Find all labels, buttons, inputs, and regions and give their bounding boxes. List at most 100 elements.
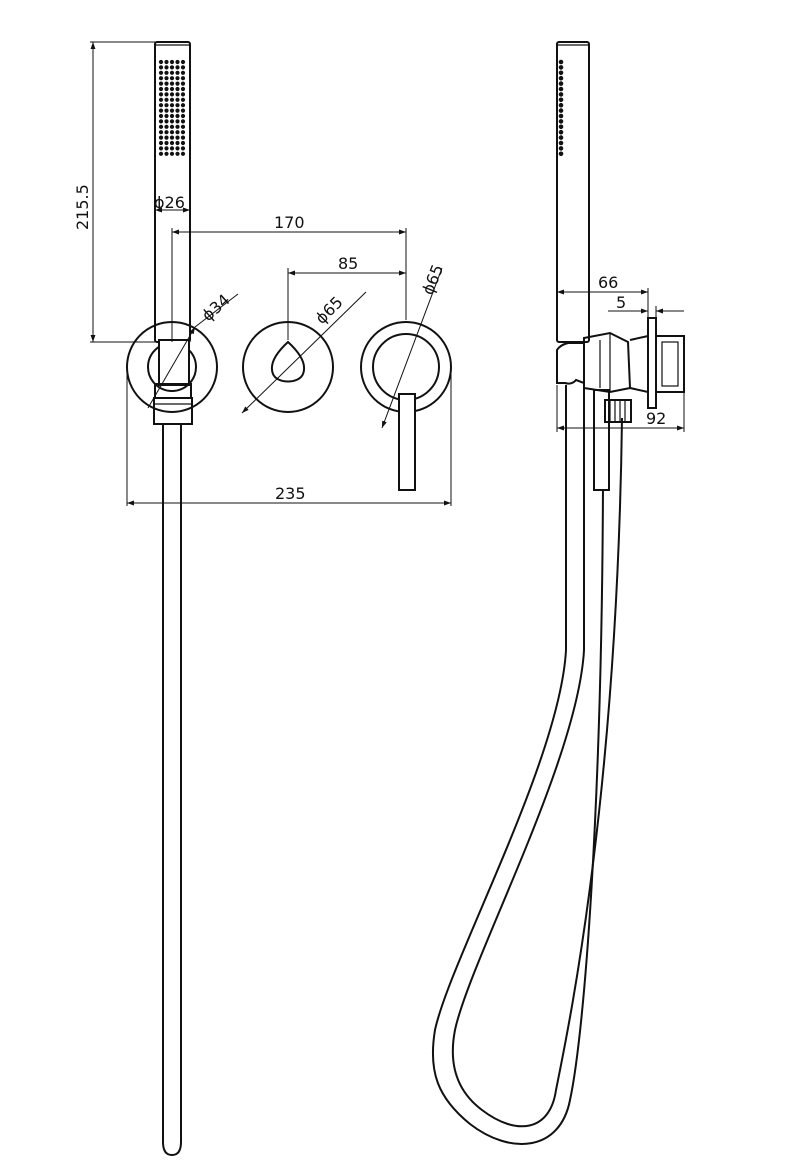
nozzle-dot [180,70,186,75]
nozzle-dot [180,113,186,119]
dim-height-label: 215.5 [73,184,92,230]
hose-side [431,385,623,1145]
nozzle-dot [180,92,186,97]
nozzle-dot [169,59,175,65]
nozzle-dot [558,135,564,140]
dim-plate-right-dia-label: ϕ65 [418,262,447,298]
nozzle-dot [158,103,164,108]
dim-overall-width-label: 235 [275,484,306,503]
nozzle-dot [558,97,564,103]
nozzle-dot [558,70,564,76]
nozzle-dot [558,151,564,157]
nozzle-dot [175,65,180,70]
nozzle-dot [169,81,175,86]
dim-handshower-dia-label: ϕ26 [154,193,185,212]
dim-spacing-inner: 85 [287,254,406,340]
spray-nozzles-front [158,59,186,156]
nozzle-dot [180,65,186,70]
nozzle-dot [180,119,186,124]
nozzle-dot [164,59,169,65]
nozzle-dot [169,65,175,70]
nozzle-dot [169,103,175,108]
nozzle-dot [175,146,180,151]
nozzle-dot [158,76,164,81]
nozzle-dot [164,113,169,119]
nozzle-dot [175,59,180,65]
dim-side-projection-label: 66 [598,273,618,292]
nozzle-dot [180,86,186,92]
nozzle-dot [158,146,164,151]
nozzle-dot [158,92,164,97]
dim-overall-width: 235 [126,367,452,506]
nozzle-dot [180,130,186,135]
nozzle-dot [158,81,164,86]
side-view: 66 5 92 [431,41,685,1145]
nozzle-dot [169,86,175,92]
nozzle-dot [164,135,169,140]
dim-plate-thickness-label: 5 [616,293,626,312]
nozzle-dot [169,76,175,81]
nozzle-dot [164,92,169,97]
nozzle-dot [169,130,175,135]
nozzle-dot [175,81,180,86]
nozzle-dot [175,135,180,140]
nozzle-dot [164,130,169,135]
nozzle-dot [175,119,180,124]
dim-spacing-inner-label: 85 [338,254,358,273]
nozzle-dot [180,135,186,140]
nozzle-dot [164,81,169,86]
nozzle-dot [558,113,564,119]
nozzle-dot [175,140,180,146]
dim-plate-middle-dia: ϕ65 [241,291,367,414]
hand-shower-side [556,41,590,343]
nozzle-dot [175,76,180,81]
mixer-plate [360,321,452,491]
nozzle-dot [180,140,186,146]
nozzle-dot [180,81,186,86]
nozzle-dot [180,124,186,129]
nozzle-dot [158,59,164,65]
nozzle-dot [180,97,186,102]
nozzle-dot [175,151,180,156]
nozzle-dot [180,146,186,151]
dim-side-projection: 66 [557,273,649,318]
nozzle-dot [558,59,564,65]
nozzle-dot [164,140,169,146]
dim-plate-middle-dia-label: ϕ65 [311,293,346,328]
nozzle-dot [158,124,164,129]
nozzle-dot [558,102,564,108]
outlet-stem [593,389,632,491]
dim-spacing-outer-label: 170 [274,213,305,232]
dim-side-depth: 92 [556,385,685,432]
nozzle-dot [175,108,180,113]
nozzle-dot [169,92,175,97]
nozzle-dot [158,151,164,156]
nozzle-dot [175,97,180,102]
nozzle-dot [175,103,180,108]
nozzle-dot [158,86,164,92]
nozzle-dot [558,108,564,113]
nozzle-dot [558,129,564,135]
nozzle-dot [175,86,180,92]
nozzle-dot [180,103,186,108]
nozzle-dot [558,140,564,146]
nozzle-dot [164,97,169,102]
nozzle-dot [169,135,175,140]
nozzle-dot [164,76,169,81]
nozzle-dot [169,97,175,102]
nozzle-dot [169,146,175,151]
nozzle-dot [558,86,564,92]
nozzle-dot [175,92,180,97]
nozzle-dot [175,113,180,119]
nozzle-dot [164,103,169,108]
nozzle-dot [158,140,164,146]
nozzle-dot [558,124,564,130]
nozzle-dot [158,70,164,75]
spray-nozzles-side [558,59,564,157]
nozzle-dot [164,146,169,151]
nozzle-dot [558,92,564,97]
dim-height: 215.5 [73,41,155,343]
holder-side [556,317,685,409]
nozzle-dot [558,65,564,70]
